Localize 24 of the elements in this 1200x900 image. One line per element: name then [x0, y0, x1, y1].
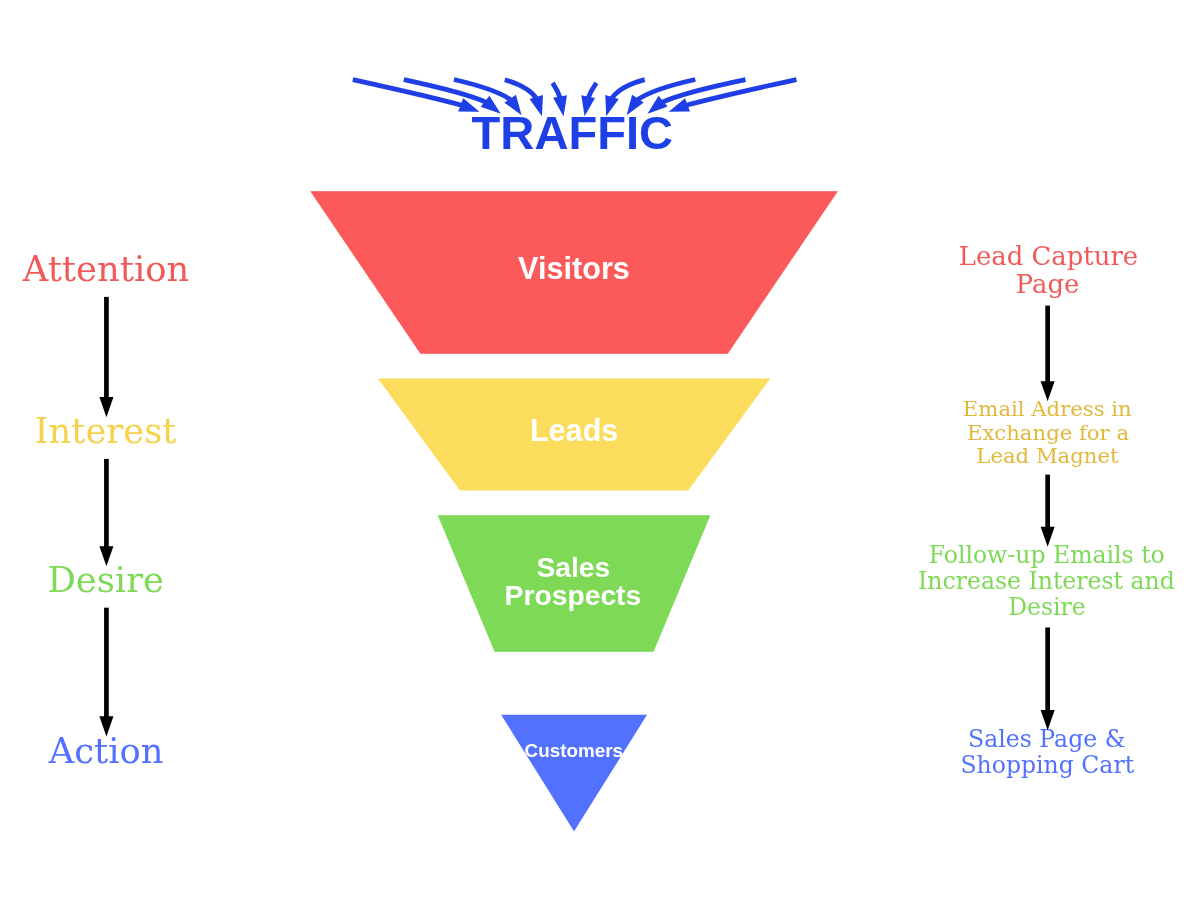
arrow: [605, 76, 646, 116]
node-text: Follow-up Emails to Increase Interest and Desire: [918, 540, 1175, 621]
node-text: TRAFFIC: [471, 105, 674, 159]
arrow: [626, 76, 696, 115]
arrow: [1040, 305, 1055, 401]
node-text: Desire: [47, 558, 164, 600]
arrow: [99, 296, 114, 417]
arrow: [99, 607, 114, 736]
node-text: Email Adress in Exchange for a Lead Magnet: [962, 395, 1132, 468]
arrow: [99, 458, 114, 566]
arrow: [668, 76, 797, 112]
arrow: [504, 77, 543, 116]
arrow: [1040, 626, 1055, 730]
node-text: Lead Capture Page: [958, 240, 1139, 299]
arrow: [453, 76, 522, 115]
arrow: [647, 76, 746, 114]
arrow: [352, 76, 480, 112]
arrow: [1040, 474, 1055, 547]
node-text: Attention: [22, 247, 190, 289]
node-text: Action: [48, 729, 164, 771]
arrow: [403, 76, 501, 114]
node-text: Sales Page & Shopping Cart: [960, 724, 1135, 779]
arrow: [581, 80, 599, 116]
node-text: Interest: [34, 409, 177, 451]
